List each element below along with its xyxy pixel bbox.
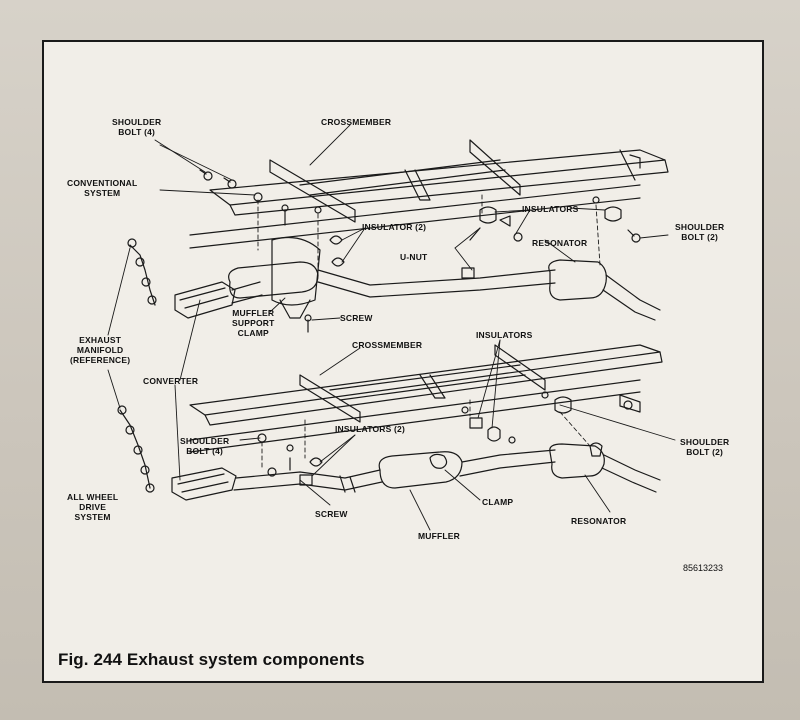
label-converter: CONVERTER bbox=[143, 376, 199, 386]
label-top-insulator: INSULATOR (2) bbox=[362, 222, 427, 232]
shared-leader-lines bbox=[107, 247, 201, 481]
label-top-shoulder-bolt-left: SHOULDER BOLT (4) bbox=[112, 117, 162, 137]
label-muffler-support-clamp: MUFFLER SUPPORT CLAMP bbox=[232, 308, 275, 338]
figure-caption: Fig. 244 Exhaust system components bbox=[58, 650, 365, 669]
label-top-crossmember: CROSSMEMBER bbox=[321, 117, 392, 127]
label-bottom-muffler: MUFFLER bbox=[418, 531, 461, 541]
label-top-insulators: INSULATORS bbox=[522, 204, 579, 214]
label-bottom-clamp: CLAMP bbox=[482, 497, 514, 507]
label-bottom-screw: SCREW bbox=[315, 509, 348, 519]
bottom-exhaust-pipe bbox=[117, 405, 661, 501]
label-bottom-crossmember: CROSSMEMBER bbox=[352, 340, 423, 350]
label-top-resonator: RESONATOR bbox=[532, 238, 588, 248]
figure-frame bbox=[42, 40, 764, 683]
label-bottom-insulators-top: INSULATORS bbox=[476, 330, 533, 340]
top-exhaust-pipe bbox=[127, 237, 661, 321]
bottom-leader-lines bbox=[239, 339, 676, 531]
label-top-u-nut: U-NUT bbox=[400, 252, 428, 262]
label-top-shoulder-bolt-right: SHOULDER BOLT (2) bbox=[675, 222, 725, 242]
label-bottom-shoulder-bolt-right: SHOULDER BOLT (2) bbox=[680, 437, 730, 457]
label-bottom-shoulder-bolt-left: SHOULDER BOLT (4) bbox=[180, 436, 230, 456]
label-bottom-resonator: RESONATOR bbox=[571, 516, 627, 526]
bottom-frame-rail bbox=[189, 344, 663, 453]
label-top-screw: SCREW bbox=[340, 313, 373, 323]
label-all-wheel-drive-system: ALL WHEEL DRIVE SYSTEM bbox=[67, 492, 119, 522]
label-bottom-insulators-mid: INSULATORS (2) bbox=[335, 424, 406, 434]
label-exhaust-manifold: EXHAUST MANIFOLD (REFERENCE) bbox=[70, 335, 131, 365]
top-frame-rail bbox=[189, 139, 669, 249]
top-leader-lines bbox=[154, 124, 669, 321]
bleed-text bbox=[748, 280, 752, 296]
figure-reference-code: 85613233 bbox=[683, 563, 724, 573]
label-conventional-system: CONVENTIONAL SYSTEM bbox=[67, 178, 138, 198]
